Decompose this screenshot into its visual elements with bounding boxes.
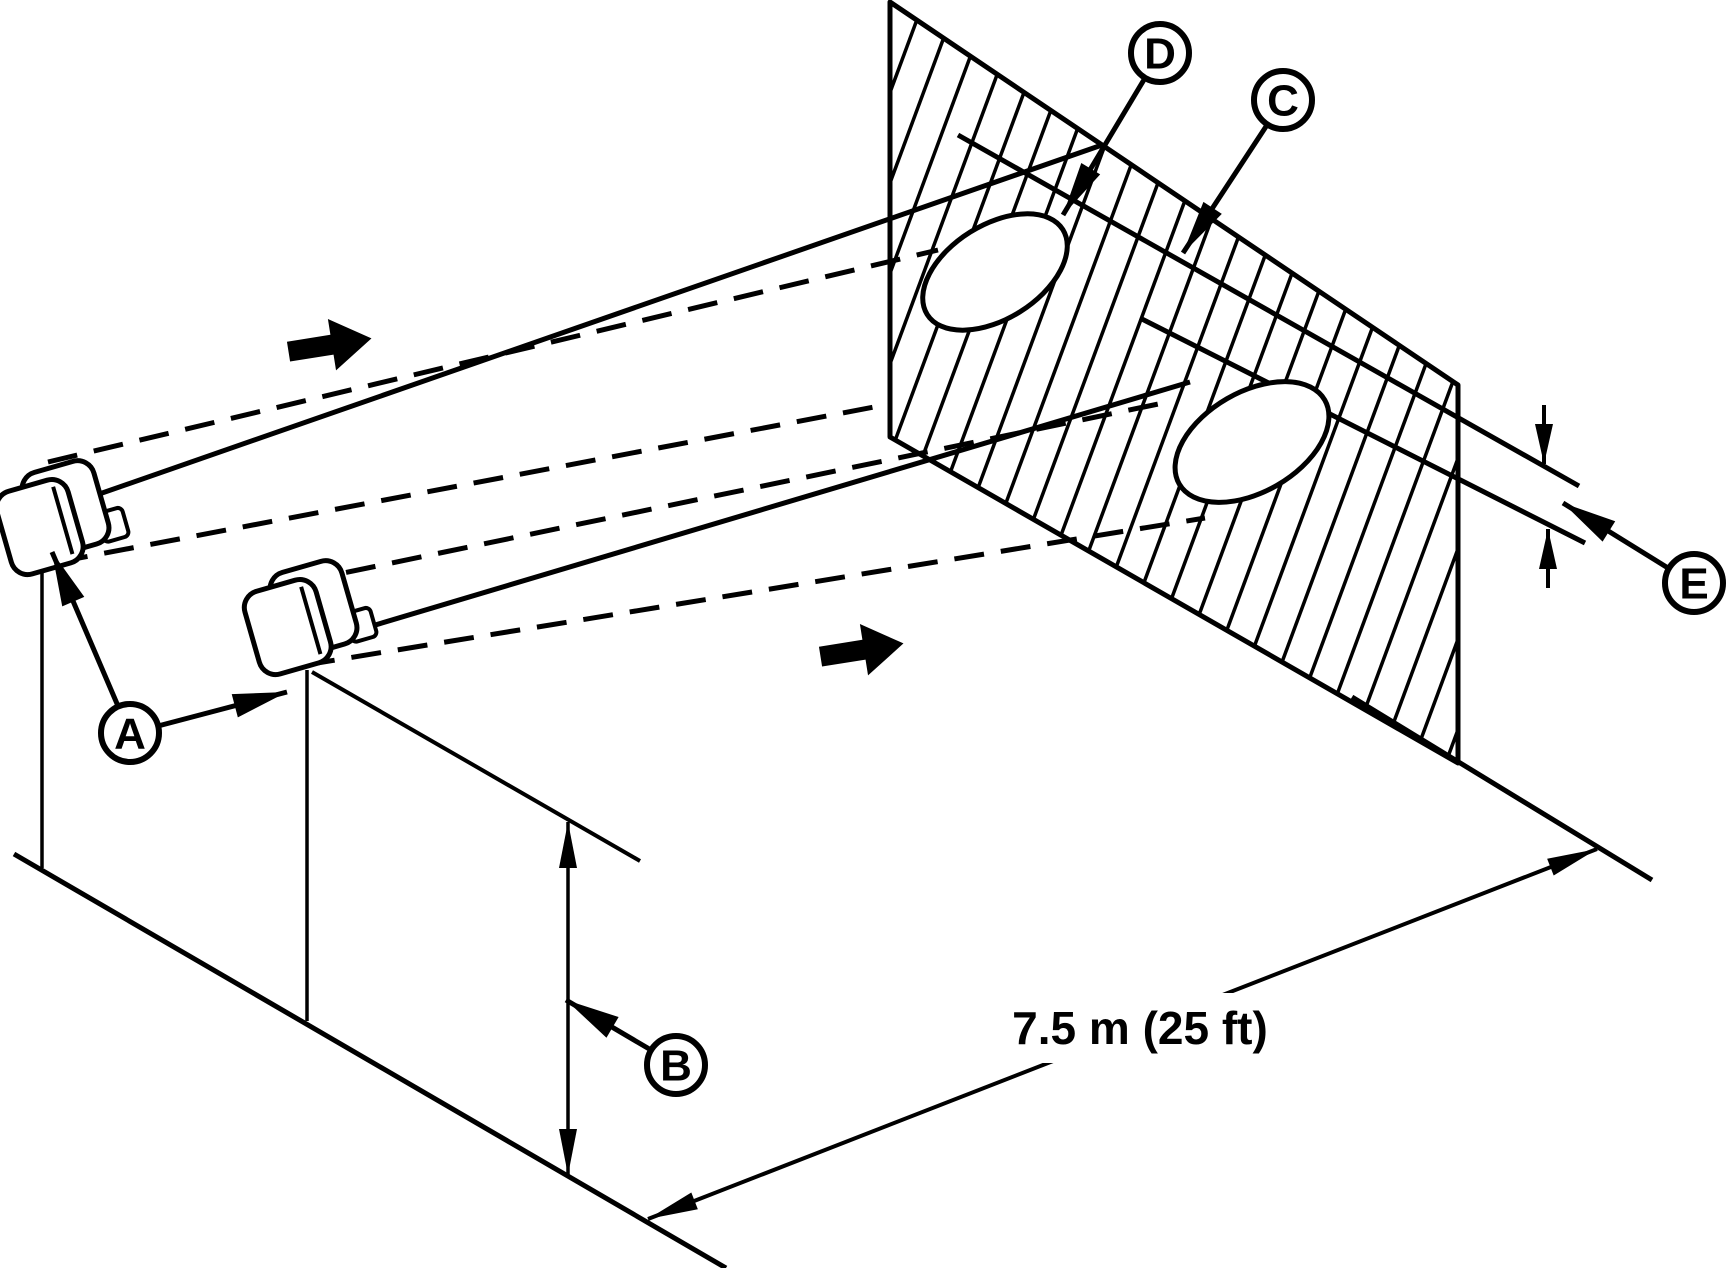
callout-c-leader-arrowhead (1183, 201, 1222, 253)
lamp1-beam-lower-dashed (57, 401, 891, 565)
callout-a: A (98, 701, 162, 765)
distance-dimension-line-arrowhead-end (1547, 849, 1597, 876)
gap-upper-tick-arrowhead-end (1535, 424, 1553, 464)
floor-front-edge (12, 851, 728, 1268)
callout-a-leader-to-lamp1-arrowhead (52, 552, 85, 607)
callout-circle-a (98, 701, 162, 765)
lamp2-beam-upper-dashed (299, 399, 1169, 585)
lamp1-beam-upper-dashed (47, 247, 939, 465)
wall-line-upper (956, 132, 1581, 489)
wall-face (890, 2, 1458, 763)
hatch-line (1201, 2, 1458, 763)
callout-letter-d: D (1144, 30, 1176, 79)
distance-dimension-label: 7.5 m (25 ft) (1012, 1002, 1268, 1054)
beam-pattern-left (920, 211, 1070, 333)
hatch-line (890, 2, 1036, 763)
distance-dimension-line-arrowhead-start (648, 1192, 698, 1219)
floor-right-edge (1350, 694, 1654, 883)
gap-lower-tick-arrowhead-end (1539, 529, 1557, 569)
lamp2-base-line (311, 670, 641, 863)
callout-letter-a: A (114, 710, 146, 759)
callout-e: E (1662, 551, 1726, 615)
hatch-line (1168, 2, 1458, 763)
callout-b: B (644, 1033, 708, 1097)
callout-circle-b (644, 1033, 708, 1097)
callout-d-leader-arrowhead (1063, 163, 1101, 215)
hatch-line (1134, 2, 1458, 763)
hatch-line (890, 2, 1070, 763)
beam-pattern-right (1172, 379, 1332, 505)
callout-letter-c: C (1267, 77, 1299, 126)
callout-letter-b: B (660, 1042, 692, 1091)
callout-c: C (1251, 68, 1315, 132)
wall-line-lower (1138, 315, 1587, 546)
callout-circle-d (1128, 21, 1192, 85)
hatch-line (890, 2, 1003, 763)
beam-direction-arrow-left (286, 319, 372, 371)
lamp-bezel-line (51, 486, 75, 555)
callout-e-leader-arrowhead (1563, 503, 1616, 542)
headlamp-unit-1 (0, 458, 131, 578)
headlamp-unit-2 (241, 558, 379, 678)
height-dimension-line-arrowhead-end (559, 1129, 577, 1175)
beam-direction-arrow-right (818, 624, 904, 676)
dimension-text-mask (988, 993, 1294, 1063)
callout-letter-e: E (1679, 560, 1708, 609)
hatch-line (890, 2, 969, 763)
aiming-screen-wall-group (887, 0, 1461, 766)
callout-circle-e (1662, 551, 1726, 615)
lamp-body-face (0, 477, 86, 578)
hatch-line (1235, 2, 1458, 763)
callout-b-leader-arrowhead (566, 1000, 619, 1038)
height-dimension-line-arrowhead-start (559, 822, 577, 868)
hatch-line (890, 2, 936, 763)
lamp-body-face (241, 577, 334, 678)
lamp2-beam-lower-dashed (304, 515, 1206, 668)
callout-circle-c (1251, 68, 1315, 132)
callout-a-leader-to-lamp2-arrowhead (231, 692, 287, 718)
lamp1-beam-axis (81, 142, 1103, 503)
callout-d: D (1128, 21, 1192, 85)
lamp-bezel-line (299, 586, 323, 655)
